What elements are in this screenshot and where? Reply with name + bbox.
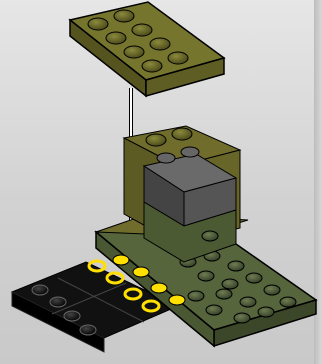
floating-olive-plate <box>70 2 224 96</box>
